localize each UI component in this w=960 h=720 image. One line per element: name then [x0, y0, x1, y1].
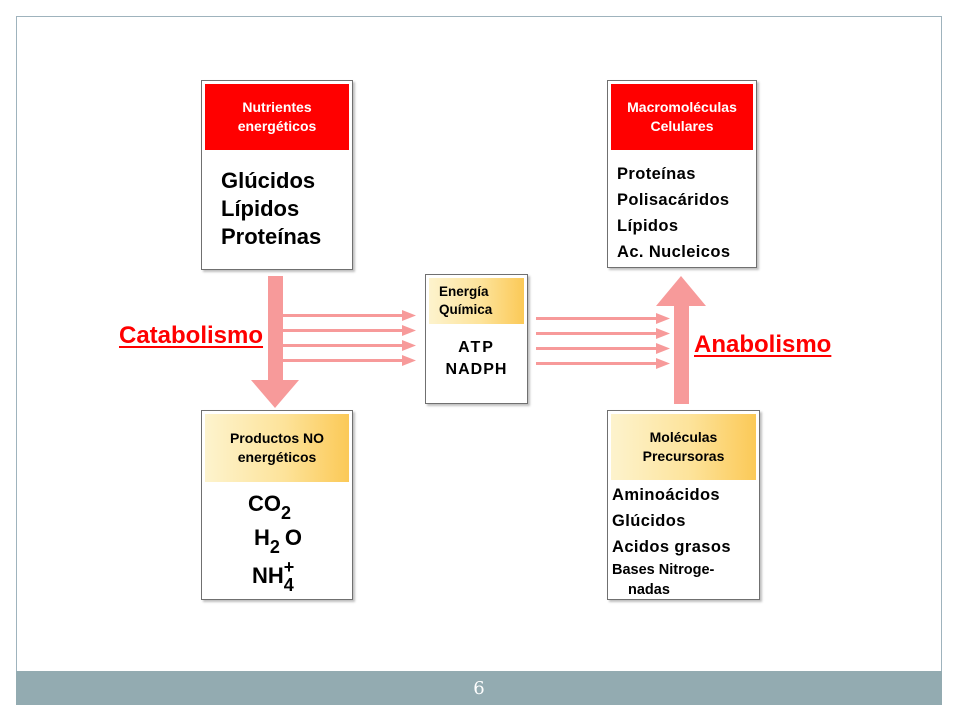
formula-co2: CO2 [248, 491, 291, 523]
footer-bar: 6 [16, 671, 942, 705]
formula-h2o-subscript: 2 [269, 537, 280, 557]
products-header-line1: Productos NO [229, 430, 325, 446]
energy-item: NADPH [445, 361, 508, 378]
macromolecule-item: Lípidos [617, 217, 679, 235]
anabolism-up-arrow [656, 276, 706, 404]
formula-nh4-base: NH [252, 563, 284, 588]
macromolecule-item: Proteínas [617, 165, 696, 183]
formula-h2o-h: H [254, 525, 270, 550]
anabolism-energy-arrows [536, 313, 670, 369]
nutrient-item: Proteínas [221, 224, 322, 249]
macromolecules-header: Macromoléculas Celulares [611, 84, 753, 150]
nutrients-header-line1: Nutrientes [242, 99, 312, 115]
formula-co2-subscript: 2 [281, 503, 292, 523]
catabolism-label: Catabolismo [119, 322, 264, 349]
formula-nh4-subscript: 4 [283, 575, 294, 595]
formula-nh4-superscript: + [283, 557, 295, 577]
energy-header-line1: Energía [439, 284, 489, 299]
macromolecule-item: Polisacáridos [617, 191, 730, 209]
precursors-box: Moléculas Precursoras Aminoácidos Glúcid… [607, 410, 760, 600]
formula-co2-base: CO [248, 491, 281, 516]
precursor-item-bases: Bases Nitroge- [612, 562, 715, 578]
nutrients-list: Glúcidos Lípidos Proteínas [221, 167, 321, 251]
formula-h2o-o: O [284, 525, 303, 550]
energy-box: Energía Química ATP NADPH [425, 274, 528, 404]
macromolecules-header-line2: Celulares [650, 118, 714, 134]
nutrients-header-line2: energéticos [237, 118, 317, 134]
precursors-header: Moléculas Precursoras [611, 414, 756, 480]
formula-nh4: NH4+ [252, 557, 294, 595]
nutrient-item: Glúcidos [221, 168, 316, 193]
products-header: Productos NO energéticos [205, 414, 349, 482]
nutrients-header: Nutrientes energéticos [205, 84, 349, 150]
macromolecule-item: Ac. Nucleicos [617, 243, 731, 261]
energy-header-line2: Química [439, 302, 493, 317]
macromolecules-list: Proteínas Polisacáridos Lípidos Ac. Nucl… [617, 161, 730, 265]
macromolecules-header-line1: Macromoléculas [627, 99, 737, 115]
products-header-line2: energéticos [237, 449, 317, 465]
precursors-list: Aminoácidos Glúcidos Acidos grasos Bases… [612, 482, 731, 600]
energy-item: ATP [458, 339, 495, 356]
precursor-item: Acidos grasos [612, 538, 731, 556]
nutrient-item: Lípidos [221, 196, 300, 221]
catabolism-energy-arrows [282, 310, 416, 366]
energy-header: Energía Química [429, 278, 524, 324]
catabolism-down-arrow [251, 276, 299, 408]
precursor-item-bases-cont: nadas [628, 582, 670, 598]
anabolism-label: Anabolismo [694, 331, 832, 358]
macromolecules-box: Macromoléculas Celulares Proteínas Polis… [607, 80, 757, 268]
page-number: 6 [473, 678, 485, 699]
nutrients-box: Nutrientes energéticos Glúcidos Lípidos … [201, 80, 353, 270]
precursor-item: Glúcidos [612, 512, 686, 530]
precursors-header-line1: Moléculas [649, 429, 718, 445]
precursors-header-line2: Precursoras [642, 448, 725, 464]
precursor-item: Aminoácidos [612, 486, 721, 504]
energy-list: ATP NADPH [426, 337, 527, 381]
